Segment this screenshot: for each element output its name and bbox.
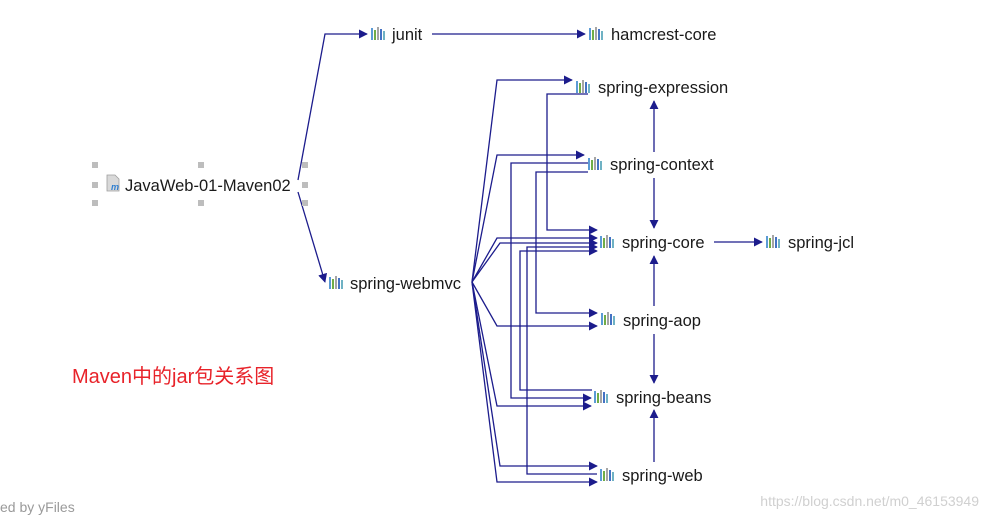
jar-library-icon <box>601 312 615 325</box>
jar-library-icon <box>600 468 614 481</box>
node-spring-context-label: spring-context <box>610 156 714 174</box>
edge-spring-web-to-spring-core <box>526 242 598 475</box>
root-node[interactable]: m JavaWeb-01-Maven02 <box>92 162 308 206</box>
watermark: https://blog.csdn.net/m0_46153949 <box>760 493 979 509</box>
jar-library-icon <box>594 390 608 403</box>
node-spring-core-label: spring-core <box>622 234 705 252</box>
node-spring-beans-label: spring-beans <box>616 389 711 407</box>
jar-library-icon <box>329 276 343 289</box>
node-junit-label: junit <box>391 26 423 44</box>
node-hamcrest-core[interactable]: hamcrest-core <box>589 26 716 44</box>
jar-library-icon <box>576 80 590 93</box>
node-spring-aop[interactable]: spring-aop <box>601 312 701 330</box>
dependency-edges <box>297 29 763 487</box>
diagram-caption: Maven中的jar包关系图 <box>72 366 275 388</box>
jar-library-icon <box>588 157 602 170</box>
node-spring-jcl[interactable]: spring-jcl <box>766 234 854 252</box>
edge-spring-beans-to-spring-core <box>519 246 598 391</box>
edge-webmvc-to-spring-aop <box>471 281 598 331</box>
edge-webmvc-to-spring-web <box>471 281 598 487</box>
node-spring-web-label: spring-web <box>622 467 703 485</box>
node-junit[interactable]: junit <box>371 26 423 44</box>
jar-library-icon <box>371 27 385 40</box>
edge-root-to-junit <box>297 29 368 181</box>
edge-webmvc-to-spring-core <box>471 233 598 283</box>
edge-webmvc-to-spring-expression <box>471 75 573 283</box>
maven-module-icon: m <box>106 174 120 192</box>
node-hamcrest-core-label: hamcrest-core <box>611 26 716 44</box>
node-spring-beans[interactable]: spring-beans <box>594 389 711 407</box>
edge-webmvc-fan-a <box>471 238 598 283</box>
jar-library-icon <box>589 27 603 40</box>
edge-root-to-spring-webmvc <box>297 191 328 283</box>
node-spring-jcl-label: spring-jcl <box>788 234 854 252</box>
selection-handles <box>92 162 308 206</box>
edge-webmvc-to-spring-beans <box>471 281 592 411</box>
edge-webmvc-to-spring-context <box>471 150 585 283</box>
edge-spring-context-to-spring-aop <box>535 171 598 318</box>
jar-library-icon <box>600 235 614 248</box>
edge-webmvc-fan-b <box>471 281 598 471</box>
node-spring-webmvc-label: spring-webmvc <box>350 275 461 293</box>
node-spring-expression-label: spring-expression <box>598 79 728 97</box>
node-spring-web[interactable]: spring-web <box>600 467 703 485</box>
node-spring-webmvc[interactable]: spring-webmvc <box>329 275 461 293</box>
node-spring-aop-label: spring-aop <box>623 312 701 330</box>
svg-text:m: m <box>111 182 119 192</box>
node-spring-context[interactable]: spring-context <box>588 156 714 174</box>
node-spring-core[interactable]: spring-core <box>600 234 705 252</box>
edge-spring-context-to-spring-beans <box>510 162 592 403</box>
root-label: JavaWeb-01-Maven02 <box>125 177 291 195</box>
node-spring-expression[interactable]: spring-expression <box>576 79 728 97</box>
yfiles-credit: ed by yFiles <box>0 499 75 515</box>
edge-spring-expression-to-spring-core <box>546 93 598 235</box>
jar-library-icon <box>766 235 780 248</box>
